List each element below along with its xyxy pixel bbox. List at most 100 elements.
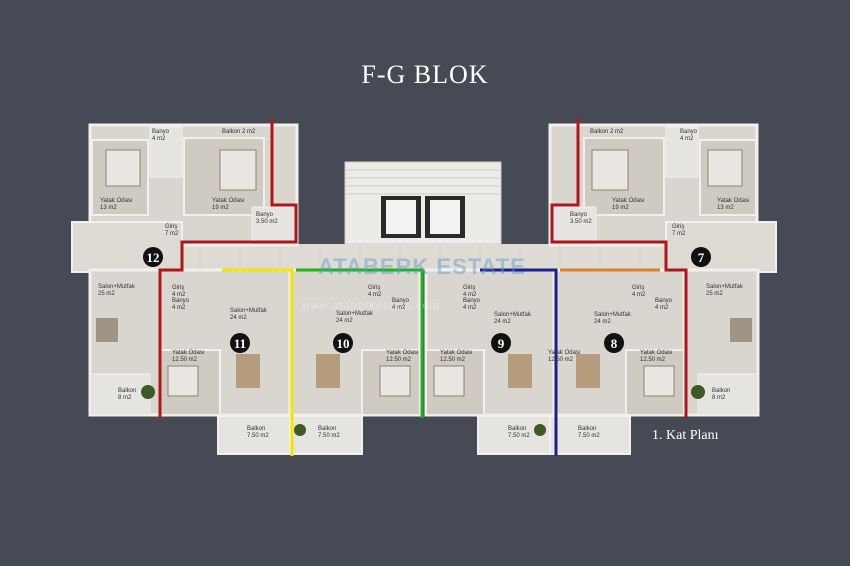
plant	[691, 385, 705, 399]
room-area-r25: 24 m2	[594, 319, 611, 325]
room-label-r3: Yatak Odası	[100, 198, 133, 204]
room-area-r14: 7.50 m2	[318, 433, 340, 439]
room-area-r18: 12.50 m2	[386, 357, 412, 363]
room-label-r17: Banyo	[392, 298, 410, 304]
room-label-r8: Balkon	[118, 388, 136, 394]
room-area-r34: 7 m2	[672, 231, 686, 237]
room-label-r6: Giriş	[165, 224, 177, 230]
unit-number-8: 8	[611, 336, 618, 351]
room-label-r24: Giriş	[632, 285, 644, 291]
room-area-r15: 4 m2	[368, 292, 382, 298]
unit-12-bathroom	[149, 126, 183, 178]
room-label-r28: Balkon	[578, 426, 596, 432]
unit-badge-12: 12	[143, 247, 163, 267]
room-label-r32: Yatak Odası	[717, 198, 750, 204]
room-area-r21: 12.50 m2	[440, 357, 466, 363]
room-area-r36: 8 m2	[712, 395, 726, 401]
room-label-r35: Salon+Mutfak	[706, 284, 744, 290]
watermark-logo-text: ATABERK ESTATE	[318, 254, 526, 279]
room-label-r2: Balkon 2 m2	[222, 129, 256, 135]
unit-11-table	[236, 354, 260, 388]
unit-9-table	[508, 354, 532, 388]
balcony-11	[217, 415, 291, 455]
unit-10-table	[316, 354, 340, 388]
unit-12-entry-strip	[71, 221, 183, 273]
room-label-r29: Balkon 2 m2	[590, 129, 624, 135]
stair-steps	[345, 169, 501, 195]
unit-number-10: 10	[337, 336, 350, 351]
unit-12-bed-large	[219, 149, 257, 191]
plant	[141, 385, 155, 399]
unit-8-table	[576, 354, 600, 388]
corridor	[180, 244, 668, 270]
room-area-r1: 4 m2	[152, 136, 166, 142]
room-label-r33: Banyo	[570, 212, 588, 218]
room-label-r31: Yatak Odası	[612, 198, 645, 204]
room-label-r13: Balkon	[247, 426, 265, 432]
unit-11-boundary-line	[222, 268, 294, 456]
room-label-r5: Banyo	[256, 212, 274, 218]
room-label-r4: Yatak Odası	[212, 198, 245, 204]
room-area-r7: 25 m2	[98, 291, 115, 297]
room-area-r37: 12.50 m2	[548, 357, 574, 363]
balcony-8	[549, 415, 631, 455]
room-area-r35: 25 m2	[706, 291, 723, 297]
room-label-r23: Balkon	[508, 426, 526, 432]
room-area-r3: 13 m2	[100, 205, 117, 211]
unit-12-balcony	[89, 373, 151, 416]
room-label-r19: Giriş	[463, 285, 475, 291]
room-label-r21: Yatak Odası	[440, 350, 473, 356]
room-label-r27: Yatak Odası	[640, 350, 673, 356]
unit-7-bathroom	[665, 126, 699, 178]
unit-badge-8: 8	[604, 333, 624, 353]
room-label-r7: Salon+Mutfak	[98, 284, 136, 290]
room-area-r13: 7.50 m2	[247, 433, 269, 439]
room-area-r9: 4 m2	[172, 292, 186, 298]
room-area-r30: 4 m2	[680, 136, 694, 142]
unit-9-bed	[433, 365, 465, 397]
room-label-r11: Salon+Mutfak	[230, 308, 268, 314]
unit-7-bed-small	[707, 149, 743, 187]
room-label-r26: Banyo	[655, 298, 673, 304]
stair-core	[344, 161, 502, 245]
room-area-r11: 24 m2	[230, 315, 247, 321]
room-label-r15: Giriş	[368, 285, 380, 291]
room-label-r14: Balkon	[318, 426, 336, 432]
unit-7-bed-large	[591, 149, 629, 191]
room-area-r28: 7.50 m2	[578, 433, 600, 439]
unit-8-bed	[643, 365, 675, 397]
unit-10-boundary-line	[296, 268, 424, 418]
room-label-r22: Salon+Mutfak	[494, 312, 532, 318]
unit-badge-11: 11	[230, 333, 250, 353]
room-label-r34: Giriş	[672, 224, 684, 230]
room-label-r16: Salon+Mutfak	[336, 311, 374, 317]
room-area-r23: 7.50 m2	[508, 433, 530, 439]
room-area-r16: 24 m2	[336, 318, 353, 324]
room-area-r24: 4 m2	[632, 292, 646, 298]
room-label-r12: Yatak Odası	[172, 350, 205, 356]
elevator-right-door	[430, 200, 460, 234]
plan-title: F-G BLOK	[361, 60, 489, 89]
plant	[534, 424, 546, 436]
unit-badge-9: 9	[491, 333, 511, 353]
elevator-left-door	[386, 200, 416, 234]
unit-7-balcony	[697, 373, 759, 416]
unit-12-bed-small	[105, 149, 141, 187]
unit-11-bed	[167, 365, 199, 397]
unit-badge-7: 7	[691, 247, 711, 267]
room-label-r9: Giriş	[172, 285, 184, 291]
unit-7-sofa	[730, 318, 752, 342]
room-area-r32: 13 m2	[717, 205, 734, 211]
room-area-r27: 12.50 m2	[640, 357, 666, 363]
plant	[294, 424, 306, 436]
unit-number-9: 9	[498, 336, 505, 351]
room-area-r12: 12.50 m2	[172, 357, 198, 363]
unit-number-7: 7	[698, 250, 705, 265]
room-label-r18: Yatak Odası	[386, 350, 419, 356]
corridor-tiles	[199, 244, 641, 270]
unit-12-boundary-line	[158, 125, 298, 418]
unit-10-bed	[379, 365, 411, 397]
room-label-r1: Banyo	[152, 129, 170, 135]
